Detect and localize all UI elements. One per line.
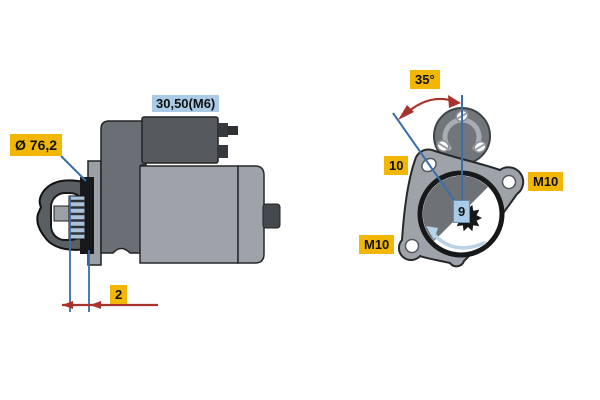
angle-arc-arrow-left bbox=[398, 105, 414, 120]
motor-body bbox=[139, 165, 239, 264]
rotation-arrow-head bbox=[426, 226, 438, 240]
motor-end-cap bbox=[237, 165, 265, 264]
solenoid-terminal-lower bbox=[217, 145, 228, 158]
label-pinion-size: 9 bbox=[453, 200, 471, 223]
flange-bolt-hole-bottom-left bbox=[404, 238, 420, 254]
label-mount-angle: 35° bbox=[410, 70, 440, 89]
solenoid-terminal-stud bbox=[227, 126, 238, 135]
dimension-arrow-left bbox=[62, 301, 73, 309]
solenoid bbox=[141, 116, 219, 164]
flange-bolt-hole-right bbox=[501, 174, 517, 190]
label-thread-right: M10 bbox=[528, 172, 564, 191]
label-hole-dimension: 10 bbox=[384, 156, 409, 175]
flange-diameter-leader-line bbox=[60, 155, 87, 182]
front-view bbox=[392, 95, 525, 268]
solenoid-terminal-upper bbox=[218, 123, 228, 137]
end-cap-stud bbox=[262, 203, 281, 229]
pinion-gear bbox=[68, 195, 86, 240]
label-flange-diameter: Ø 76,2 bbox=[10, 134, 63, 156]
side-view bbox=[36, 116, 281, 312]
dimension-arrow-inner bbox=[90, 301, 101, 309]
angle-reference-line-diagonal bbox=[392, 112, 457, 204]
angle-arc-arrow-right bbox=[448, 95, 461, 108]
label-solenoid-dimension: 30,50(M6) bbox=[152, 95, 220, 112]
label-thread-lower-left: M10 bbox=[359, 235, 395, 254]
label-pinion-protrusion: 2 bbox=[110, 285, 128, 304]
